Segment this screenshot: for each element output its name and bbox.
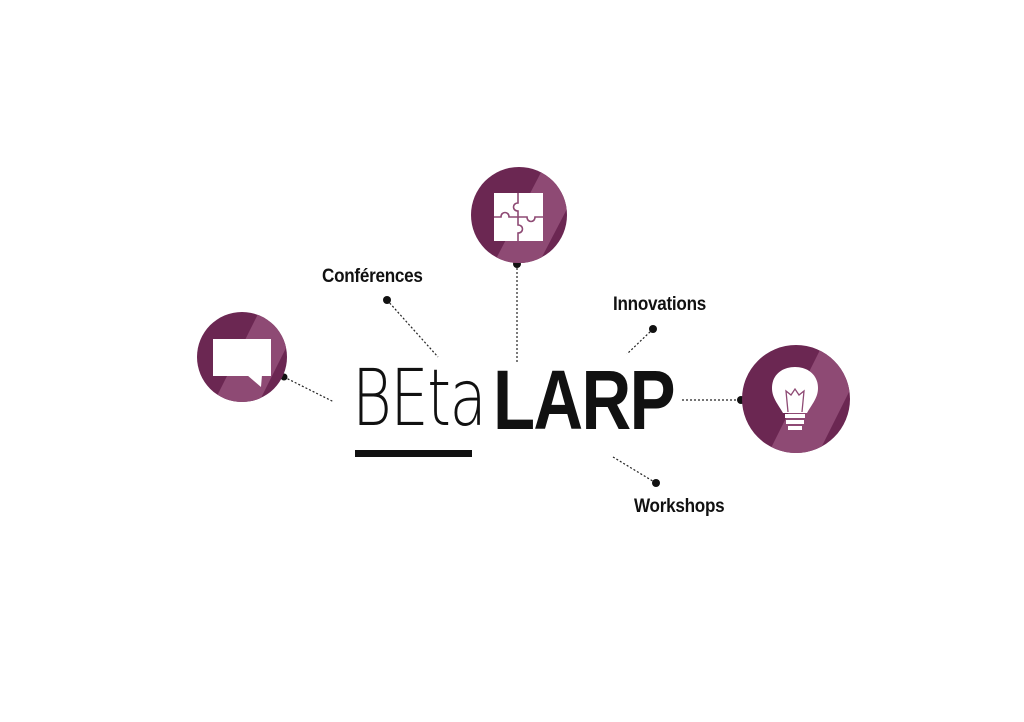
puzzle-icon xyxy=(494,193,543,241)
lightbulb-circle xyxy=(742,345,850,453)
label-conferences: Conférences xyxy=(322,266,423,287)
logo-larp-text: LARP xyxy=(493,353,676,447)
connector-workshops xyxy=(612,456,657,484)
speech-bubble-icon xyxy=(213,339,271,387)
logo-beta-text: BEta xyxy=(352,354,487,444)
connector-speech xyxy=(283,376,335,403)
lightbulb-icon xyxy=(772,367,818,430)
dot-workshops xyxy=(652,479,660,487)
connector-conferences xyxy=(386,299,439,358)
speech-bubble-circle xyxy=(197,312,287,402)
label-innovations: Innovations xyxy=(613,294,706,315)
label-workshops: Workshops xyxy=(634,496,725,517)
connector-innovations xyxy=(626,328,654,355)
logo-underline xyxy=(355,450,472,457)
connectors xyxy=(283,264,741,484)
dot-innovations xyxy=(649,325,657,333)
puzzle-circle xyxy=(471,167,567,263)
dot-conferences xyxy=(383,296,391,304)
